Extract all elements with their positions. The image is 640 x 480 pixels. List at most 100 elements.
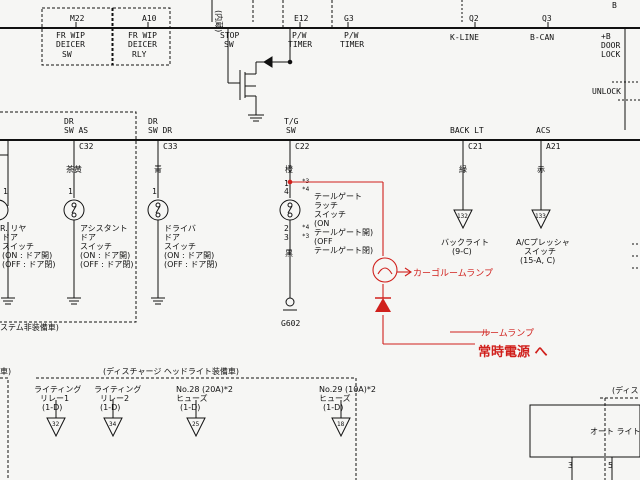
svg-text:R. リヤ: R. リヤ: [0, 224, 26, 233]
ref-back-light-num: 132: [457, 213, 468, 220]
svg-text:DEICER: DEICER: [56, 40, 85, 49]
svg-text:ヒューズ: ヒューズ: [176, 393, 208, 403]
unlock-lines: [612, 60, 640, 130]
mid-band: [0, 111, 640, 323]
label-k-line: K-LINE: [450, 33, 479, 42]
ref-fuse28: No.28 (20A)*2 ヒューズ (1-D): [176, 385, 233, 412]
svg-text:スイッチ: スイッチ: [164, 242, 196, 251]
svg-text:スイッチ: スイッチ: [80, 242, 112, 251]
label-tg-sw: T/G SW: [284, 117, 299, 135]
conn-q3: Q3: [542, 14, 552, 23]
label-dr-sw-dr: DR SW DR: [148, 117, 172, 135]
svg-text:DOOR: DOOR: [601, 41, 620, 50]
svg-text:SW: SW: [224, 40, 234, 49]
ground-label: G602: [281, 319, 300, 328]
switch-symbols: [0, 198, 301, 298]
conn-m22: M22: [70, 14, 85, 23]
svg-text:P/W: P/W: [344, 31, 359, 40]
svg-text:(OFF : ドア閉): (OFF : ドア閉): [80, 260, 134, 269]
svg-text:ドア: ドア: [2, 233, 18, 242]
ref-lighting2: ライティング リレー2 (1-D): [94, 384, 141, 412]
ref-fuse28-num: 25: [192, 421, 200, 428]
svg-text:スイッチ: スイッチ: [524, 247, 556, 256]
ref-triangles-mid: [453, 209, 551, 230]
svg-text:(1-D): (1-D): [100, 403, 120, 412]
svg-text:(ON: (ON: [314, 219, 329, 228]
auto-light-pin5: 5: [608, 461, 613, 470]
pin-tg-3: 3: [284, 233, 289, 242]
conn-c22: C22: [295, 142, 310, 151]
tg-mark-2: *4: [302, 186, 310, 193]
ground-symbols: [1, 297, 297, 311]
conn-c33: C33: [163, 142, 178, 151]
svg-text:テールゲート: テールゲート: [314, 191, 362, 201]
ref-lighting1-num: 32: [52, 421, 60, 428]
svg-text:ヒューズ: ヒューズ: [319, 393, 351, 403]
caption-assist-switch: アシスタント ドア スイッチ (ON : ドア開) (OFF : ドア閉): [80, 224, 134, 269]
label-stop-sw: STOP SW: [220, 31, 239, 49]
ref-fuse29-num: 18: [337, 421, 345, 428]
red-annotation-wiring: [287, 179, 490, 345]
label-door-lock: +B DOOR LOCK: [601, 32, 620, 59]
svg-text:ドライバ: ドライバ: [164, 224, 196, 233]
wire-color-asst: 茶黄: [66, 164, 82, 174]
svg-text:P/W: P/W: [292, 31, 307, 40]
ref-back-light: バックライト (9-C): [441, 238, 489, 256]
pin-assist: 1: [68, 187, 73, 196]
svg-text:(1-D): (1-D): [323, 403, 343, 412]
svg-text:テールゲート閉): テールゲート閉): [314, 245, 373, 255]
conn-e12: E12: [294, 14, 309, 23]
svg-text:(9-C): (9-C): [452, 247, 472, 256]
svg-text:A/Cプレッシャ: A/Cプレッシャ: [516, 238, 570, 247]
room-lamp-label: ルームランプ: [481, 328, 534, 339]
svg-text:(1-D): (1-D): [42, 403, 62, 412]
ref-lighting1: ライティング リレー1 (1-D): [34, 384, 81, 412]
svg-text:(ON : ドア開): (ON : ドア開): [164, 251, 214, 260]
pin-tg-1: 1: [284, 179, 289, 188]
conn-q2: Q2: [469, 14, 479, 23]
svg-text:(ON : ドア開): (ON : ドア開): [2, 251, 52, 260]
conn-c21: C21: [468, 142, 483, 151]
svg-text:(OFF : ドア閉): (OFF : ドア閉): [2, 260, 56, 269]
svg-text:スイッチ: スイッチ: [314, 210, 346, 219]
ref-ac-pressure-num: 133: [535, 213, 546, 220]
svg-text:STOP: STOP: [220, 31, 239, 40]
ref-ac-pressure: A/Cプレッシャ スイッチ (15-A, C): [516, 238, 570, 265]
label-pw-timer-2: P/W TIMER: [340, 31, 364, 49]
svg-text:FR WIP: FR WIP: [128, 31, 157, 40]
bottom-left-paren: 車): [0, 366, 11, 376]
caption-rear-switch: R. リヤ ドア スイッチ (ON : ドア開) (OFF : ドア閉): [0, 224, 56, 269]
svg-text:T/G: T/G: [284, 117, 299, 126]
svg-text:テールゲート開): テールゲート開): [314, 227, 373, 237]
svg-text:+B: +B: [601, 32, 611, 41]
svg-text:バックライト: バックライト: [441, 238, 489, 247]
svg-text:TIMER: TIMER: [288, 40, 312, 49]
svg-text:(ON : ドア開): (ON : ドア開): [80, 251, 130, 260]
wire-color-drv: 青: [154, 164, 162, 174]
wire-color-tg: 橙: [285, 164, 293, 174]
b-note: B: [612, 1, 617, 10]
conn-a21: A21: [546, 142, 561, 151]
svg-text:DR: DR: [64, 117, 74, 126]
caption-driver-switch: ドライバ ドア スイッチ (ON : ドア開) (OFF : ドア閉): [164, 224, 218, 269]
auto-light-pin3: 3: [568, 461, 573, 470]
svg-text:FR WIP: FR WIP: [56, 31, 85, 40]
svg-text:ライティング: ライティング: [94, 384, 141, 394]
top-band: [0, 0, 640, 66]
svg-text:(OFF: (OFF: [314, 237, 333, 246]
svg-text:RLY: RLY: [132, 50, 147, 59]
label-pw-timer-1: P/W TIMER: [288, 31, 312, 49]
cargo-lamp-label: カーゴルームランプ: [413, 267, 493, 279]
pin-driver: 1: [152, 187, 157, 196]
svg-text:TIMER: TIMER: [340, 40, 364, 49]
tg-mark-3: *4: [302, 224, 310, 231]
svg-text:リレー2: リレー2: [100, 394, 129, 403]
label-back-lt: BACK LT: [450, 126, 484, 135]
svg-text:アシスタント: アシスタント: [80, 224, 128, 233]
label-acs: ACS: [536, 126, 551, 135]
svg-text:ドア: ドア: [80, 233, 96, 242]
bottom-band: [0, 377, 640, 480]
svg-text:ラッチ: ラッチ: [314, 201, 338, 210]
svg-text:(OFF : ドア閉): (OFF : ドア閉): [164, 260, 218, 269]
